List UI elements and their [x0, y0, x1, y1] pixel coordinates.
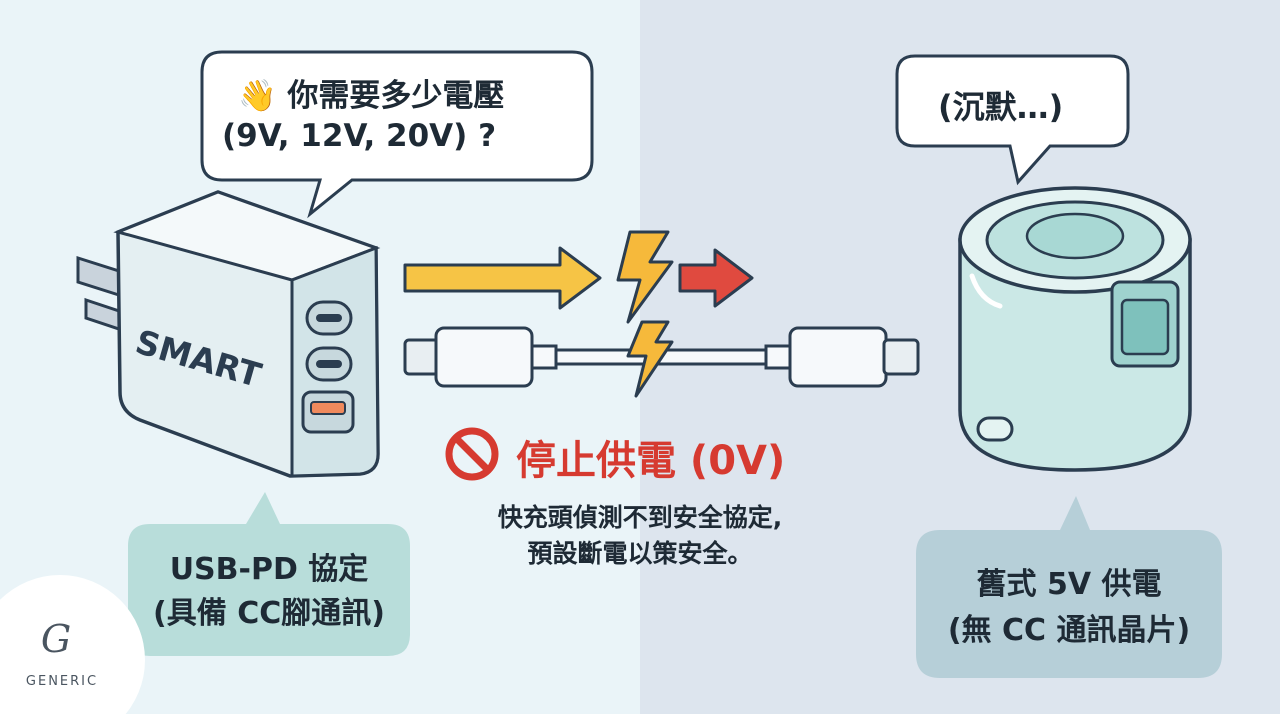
- blocked-arrow-icon: [678, 248, 754, 308]
- power-flow-arrow: [403, 246, 602, 310]
- plug-prong-top: [76, 255, 124, 299]
- generic-watermark: G: [0, 575, 145, 714]
- charger-speech-bubble: [200, 50, 594, 219]
- charger-bubble-line2: (9V, 12V, 20V) ?: [222, 118, 497, 154]
- smart-charger-illustration: [76, 190, 381, 478]
- alert-desc-line1: 快充頭偵測不到安全協定,: [497, 503, 783, 532]
- charger-protocol-label-box: [128, 492, 410, 656]
- plug-prong-bottom: [84, 297, 124, 333]
- charger-label-line2: (具備 CC腳通訊): [153, 596, 385, 631]
- device-label-line1: 舊式 5V 供電: [976, 567, 1162, 602]
- device-speech-bubble: [895, 54, 1130, 186]
- power-cut-alert-description: 快充頭偵測不到安全協定, 預設斷電以策安全。: [440, 500, 840, 572]
- charger-label-line1: USB-PD 協定: [169, 552, 369, 587]
- charger-bubble-line1: 👋 你需要多少電壓: [238, 78, 505, 114]
- lightning-icon: [616, 230, 674, 324]
- prohibited-icon: [445, 427, 499, 481]
- device-port: [976, 416, 1014, 442]
- alert-desc-line2: 預設斷電以策安全。: [527, 539, 753, 568]
- power-cut-alert-title: 停止供電 (0V): [516, 438, 786, 484]
- device-label-line2: (無 CC 通訊晶片): [947, 613, 1191, 648]
- watermark-logo: G: [41, 617, 71, 661]
- cable-lightning-icon: [626, 320, 674, 398]
- usb-cable-illustration: [403, 326, 920, 388]
- waving-hand-icon: 👋: [238, 78, 277, 114]
- device-bubble-text: (沉默…): [938, 88, 1064, 126]
- device-protocol-label: 舊式 5V 供電 (無 CC 通訊晶片): [916, 562, 1222, 654]
- legacy-5v-device-illustration: [958, 186, 1192, 472]
- watermark-name: GENERIC: [25, 674, 99, 689]
- device-protocol-label-box: [916, 496, 1222, 678]
- charger-protocol-label: USB-PD 協定 (具備 CC腳通訊): [128, 548, 410, 636]
